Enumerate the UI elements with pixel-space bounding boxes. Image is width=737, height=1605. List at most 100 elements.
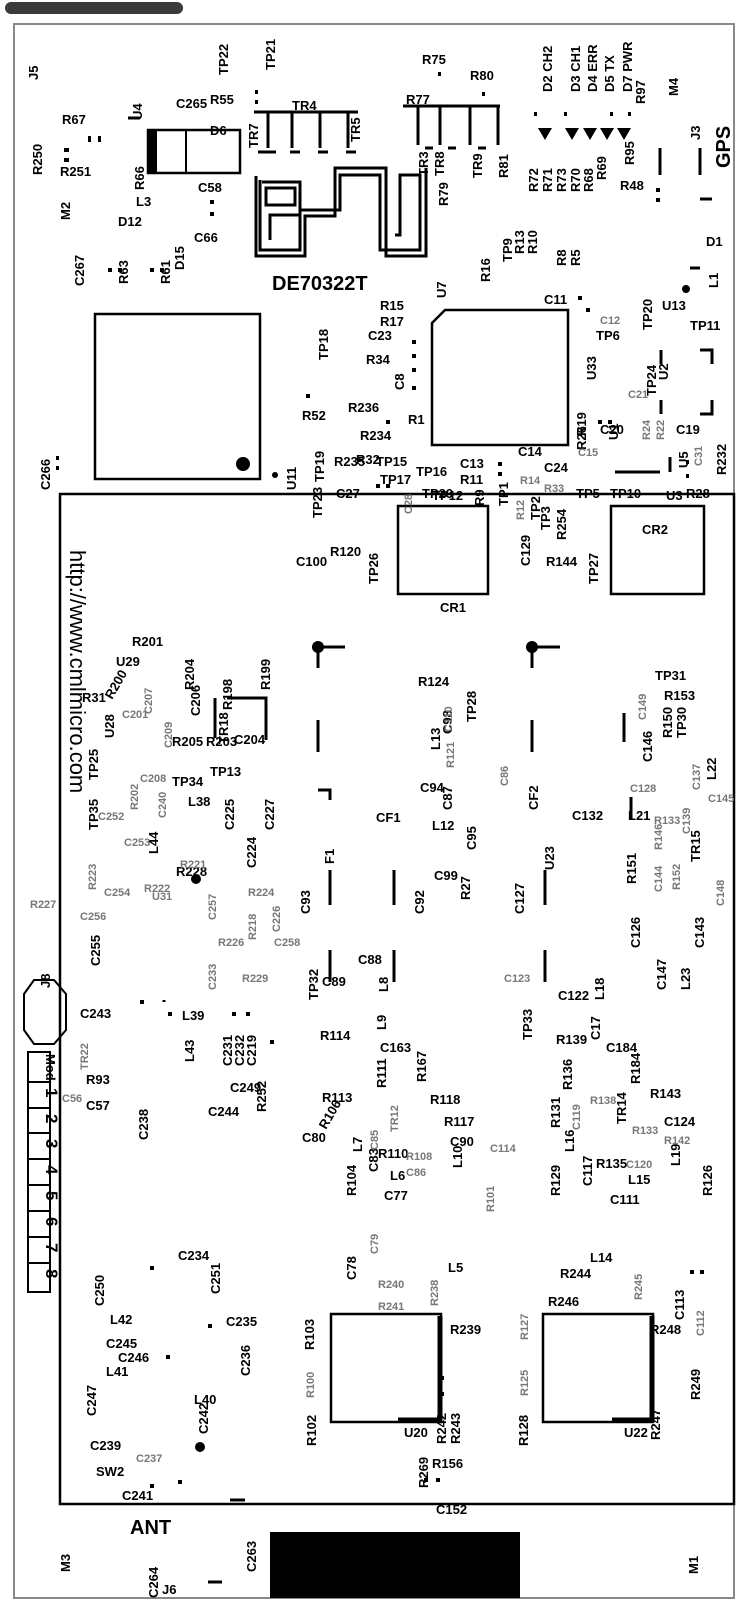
c88-label: C88 (358, 952, 382, 967)
tp25-label: TP25 (86, 749, 101, 780)
r128-label: R128 (516, 1415, 531, 1446)
r201-label: R201 (132, 634, 163, 649)
tr12-label: TR12 (389, 1105, 401, 1132)
c77-label: C77 (384, 1188, 408, 1203)
part-number: DE70322T (272, 273, 368, 295)
l9-label: L9 (374, 1015, 389, 1030)
r221-label: R221 (180, 859, 206, 871)
c147-label: C147 (654, 959, 669, 990)
mod-4: 4 (42, 1165, 61, 1175)
tp2-label: TP2 (528, 496, 543, 520)
tr7-label: TR7 (246, 123, 261, 148)
c251-label: C251 (208, 1263, 223, 1294)
tp22-label: TP22 (216, 44, 231, 75)
u33-label: U33 (584, 356, 599, 380)
c15-label: C15 (578, 447, 598, 459)
m4-label: M4 (666, 77, 681, 96)
tp15-label: TP15 (376, 454, 407, 469)
c258-label: C258 (274, 937, 300, 949)
c137-label: C137 (691, 764, 703, 790)
tr18-label: TR18 (216, 712, 231, 744)
pin1-dot (236, 457, 250, 471)
r103-label: R103 (302, 1319, 317, 1350)
c231-label: C231 (220, 1035, 235, 1066)
vendor-url[interactable]: http://www.cmlmicro.com (65, 550, 90, 793)
l10-label: L10 (450, 1146, 465, 1168)
r106-label: R106 (316, 1097, 345, 1131)
c20-label: C20 (600, 422, 624, 437)
u1-label: U1 (606, 423, 621, 440)
c13-label: C13 (460, 456, 484, 471)
r250-label: R250 (30, 144, 45, 175)
r252-label: R252 (254, 1081, 269, 1112)
l12-label: L12 (432, 818, 454, 833)
r245-label: R245 (633, 1274, 645, 1300)
tp1-label: TP1 (496, 482, 511, 506)
c265-label: C265 (176, 96, 207, 111)
u7-label: U7 (434, 281, 449, 298)
d1-label: D1 (706, 234, 723, 249)
tp35-label: TP35 (86, 799, 101, 830)
u20-outline (329, 1312, 443, 1424)
led-d5-label: D5 TX (602, 55, 617, 92)
mod-7: 7 (42, 1243, 61, 1252)
mod-8: 8 (42, 1269, 61, 1278)
c83-label: C83 (366, 1148, 381, 1172)
c31-label: C31 (693, 446, 705, 466)
j8-connector (23, 979, 67, 1045)
c234-label: C234 (178, 1248, 210, 1263)
r236-label: R236 (348, 400, 379, 415)
r150-label: R150 (660, 707, 675, 738)
c66-label: C66 (194, 230, 218, 245)
r66-label: R66 (132, 166, 147, 190)
c227-label: C227 (262, 799, 277, 830)
c139-label: C139 (681, 808, 693, 834)
r61-label: R61 (158, 260, 173, 284)
u20-label: U20 (404, 1425, 428, 1440)
c86b-label: C86 (406, 1167, 426, 1179)
r22-label: R22 (655, 420, 667, 440)
r131-label: R131 (548, 1097, 563, 1128)
tp12-label: TP12 (432, 488, 463, 503)
r222-label: R222 (144, 883, 170, 895)
cr2-outline (609, 504, 706, 596)
r117-label: R117 (444, 1114, 474, 1129)
r199-label: R199 (258, 659, 273, 690)
r234-label: R234 (360, 428, 392, 443)
c57-label: C57 (86, 1098, 110, 1113)
u4-label: U4 (130, 103, 145, 120)
c201-label: C201 (122, 709, 148, 721)
r111-label: R111 (374, 1058, 389, 1088)
scroll-indicator[interactable] (5, 2, 183, 14)
l40-label: L40 (194, 1392, 216, 1407)
c12-label: C12 (600, 315, 620, 327)
r100-label: R100 (305, 1372, 317, 1398)
c93-label: C93 (298, 890, 313, 914)
l38-label: L38 (188, 794, 210, 809)
c19-label: C19 (676, 422, 700, 437)
r226-label: R226 (218, 937, 244, 949)
j5-label: J5 (26, 66, 41, 80)
mod-6: 6 (42, 1217, 61, 1226)
r70-label: R70 (568, 168, 583, 192)
r31-label: R31 (82, 690, 106, 705)
u3-label: U3 (666, 488, 683, 503)
r239-label: R239 (450, 1322, 481, 1337)
r247-label: R247 (648, 1409, 663, 1440)
l43-label: L43 (182, 1040, 197, 1062)
c112-label: C112 (695, 1310, 707, 1336)
tp11-label: TP11 (690, 318, 720, 333)
tp17-label: TP17 (380, 472, 411, 487)
r238-label: R238 (429, 1280, 441, 1306)
r203-label: R203 (206, 734, 237, 749)
c86-label: C86 (499, 766, 511, 786)
r5-label: R5 (568, 249, 583, 266)
tr8-label: TR8 (432, 151, 447, 176)
r204-label: R204 (182, 658, 197, 690)
c224-label: C224 (244, 836, 259, 868)
c247-label: C247 (84, 1385, 99, 1416)
c124-label: C124 (664, 1114, 696, 1129)
c128-label: C128 (630, 783, 656, 795)
tp19-label: TP19 (312, 451, 327, 482)
